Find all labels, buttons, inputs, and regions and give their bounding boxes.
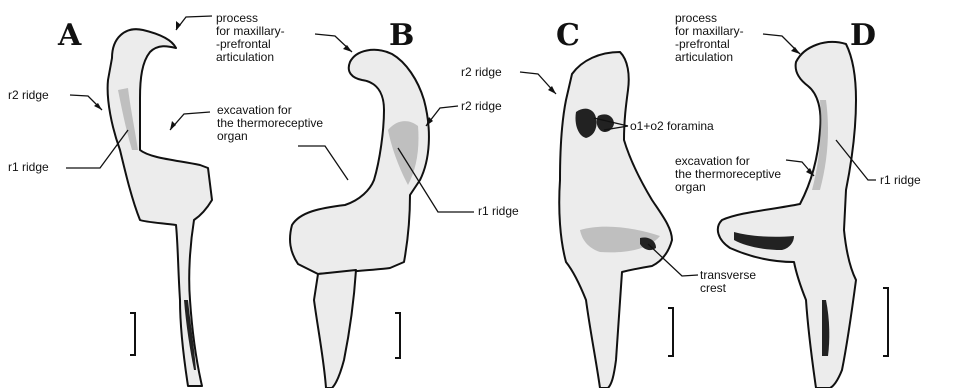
- scale-bar-c: [668, 308, 673, 356]
- process-label-d: process for maxillary- -prefrontal artic…: [675, 11, 747, 64]
- bone-a: [108, 29, 212, 386]
- process-label-b: process for maxillary- -prefrontal artic…: [216, 11, 288, 64]
- bone-c: [559, 52, 672, 388]
- excavation-leader-a: [170, 112, 210, 130]
- crest-label-c: transverse crest: [700, 268, 759, 295]
- process-leader-a: [176, 16, 212, 30]
- excavation-label-b: excavation for the thermoreceptive organ: [217, 103, 326, 143]
- r2-ridge-label-c: r2 ridge: [461, 65, 502, 79]
- panel-a: A r2 ridge r1 ridge: [8, 18, 212, 386]
- scale-bar-b: [395, 313, 400, 358]
- panel-d: D process for maxillary- -prefrontal art…: [675, 11, 921, 388]
- panel-letter-a: A: [57, 18, 82, 53]
- panel-letter-c: C: [556, 18, 580, 53]
- excavation-label-d: excavation for the thermoreceptive organ: [675, 154, 784, 194]
- r2-leader-b: [426, 106, 458, 126]
- r1-ridge-label-b: r1 ridge: [478, 204, 519, 218]
- panel-letter-b: B: [389, 18, 414, 53]
- foramina-label-c: o1+o2 foramina: [630, 119, 714, 133]
- r2-leader-a: [70, 95, 102, 110]
- r1-ridge-label-d: r1 ridge: [880, 173, 921, 187]
- scale-bar-a: [130, 313, 135, 355]
- excavation-leader-b: [298, 146, 348, 180]
- r2-ridge-label-b: r2 ridge: [461, 99, 502, 113]
- bone-d: [718, 42, 856, 388]
- r2-ridge-label-a: r2 ridge: [8, 88, 49, 102]
- r1-ridge-label-a: r1 ridge: [8, 160, 49, 174]
- scale-bar-d: [883, 288, 888, 356]
- panel-c: C r2 ridge o1+o2 foramina transverse cre…: [461, 18, 759, 388]
- panel-letter-d: D: [850, 18, 876, 53]
